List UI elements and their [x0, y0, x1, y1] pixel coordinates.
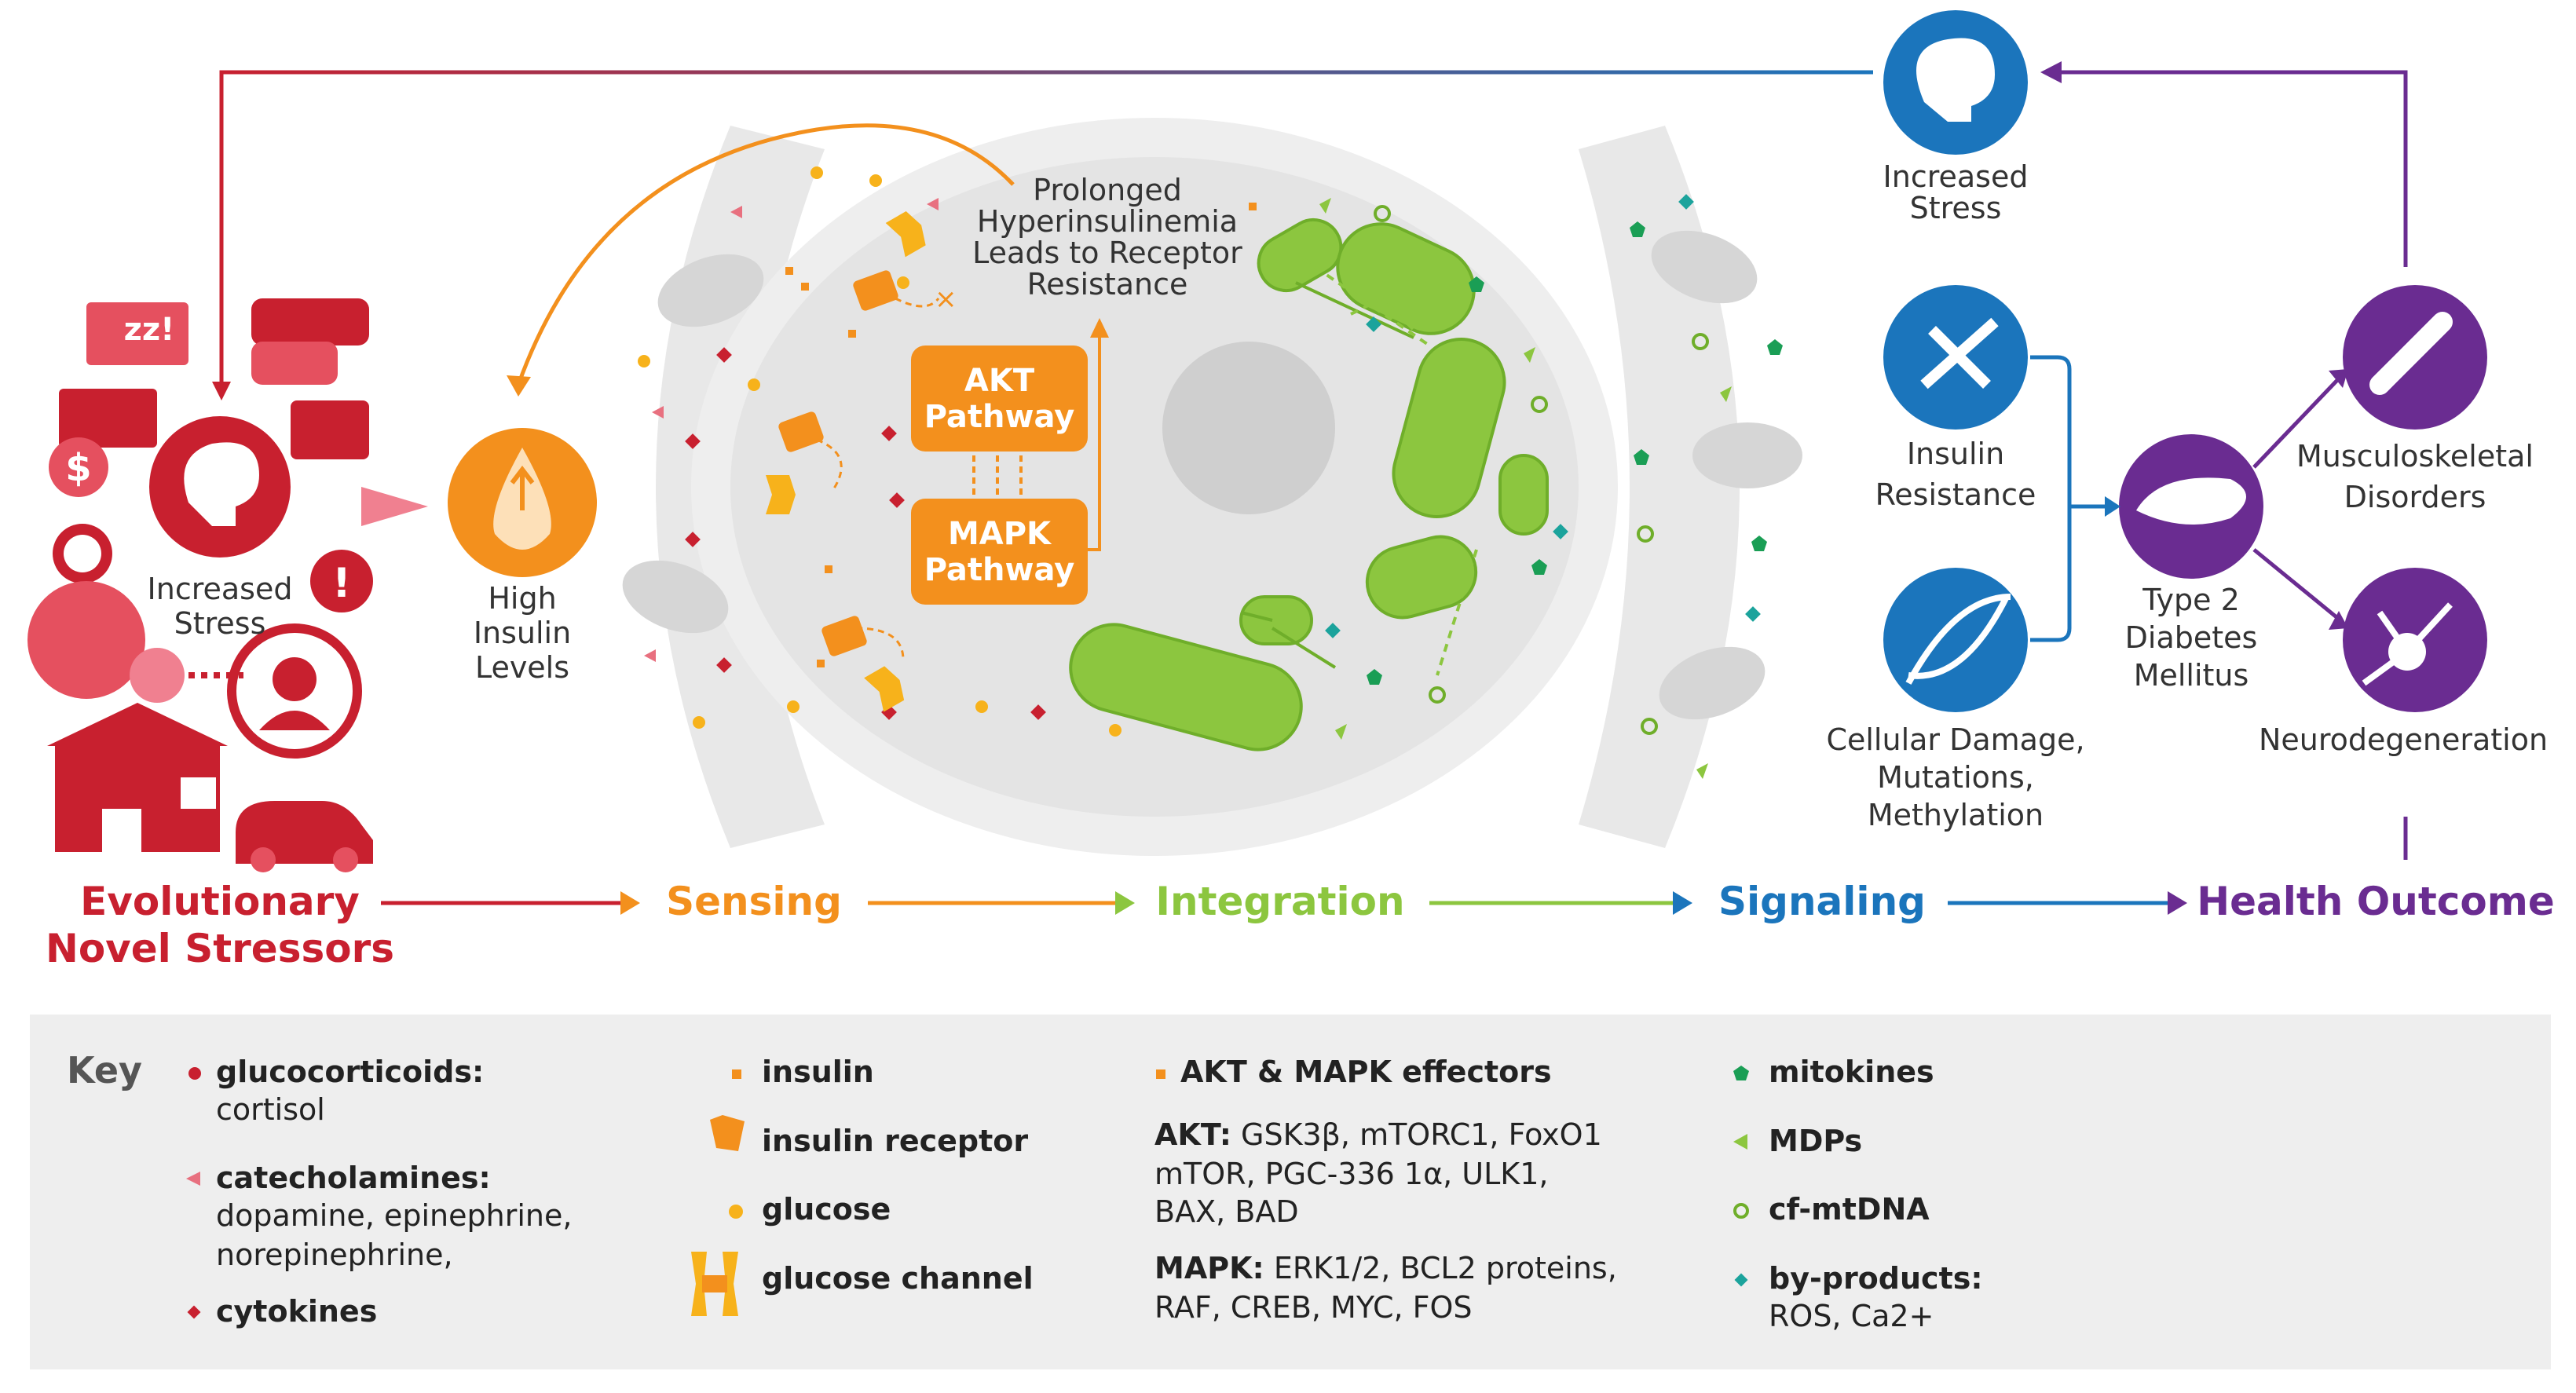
mitokines-symbol [1733, 1066, 1749, 1080]
key-akt-line3: BAX, BAD [1154, 1194, 1299, 1229]
stress-to-sensing-arrow [361, 487, 428, 526]
insulin-receptors [778, 270, 898, 656]
insulin-receptor-symbol [710, 1115, 745, 1151]
pathway-connectors [972, 330, 1101, 551]
feedback-line [219, 70, 1873, 393]
cellular-damage-label: Cellular Damage,Mutations,Methylation [1826, 722, 2085, 832]
glucose-channels [766, 211, 926, 712]
signaling-icons [1883, 10, 2487, 712]
key-catecholamines-text: dopamine, epinephrine, [216, 1198, 573, 1233]
insulin-symbol [732, 1069, 741, 1079]
key-glucose-channel: glucose channel [762, 1261, 1034, 1296]
receptor-dashes [816, 297, 940, 660]
cf-mtdna-symbol [1733, 1203, 1749, 1219]
key-by-products-text: ROS, Ca2+ [1769, 1299, 1934, 1333]
outcome-connectors [2252, 375, 2342, 622]
stressor-icons: $ ! [27, 298, 373, 872]
cross-mark: × [935, 283, 957, 315]
key-title: Key [67, 1049, 143, 1091]
key-mapk: MAPK: ERK1/2, BCL2 proteins, [1154, 1251, 1617, 1285]
key-catecholamines: catecholamines: [216, 1161, 491, 1195]
glucocorticoids-symbol [188, 1067, 201, 1080]
neurodegeneration-label: Neurodegeneration [2258, 722, 2549, 757]
pathway-arrowhead [1090, 318, 1109, 338]
key-mdps: MDPs [1769, 1124, 1863, 1158]
signaling-arrowhead [2105, 496, 2120, 517]
key-akt-line2: mTOR, PGC-336 1α, ULK1, [1154, 1157, 1549, 1191]
glucose-symbol [729, 1205, 743, 1219]
key-mitokines: mitokines [1769, 1055, 1934, 1089]
key-catecholamines-text2: norepinephrine, [216, 1238, 453, 1272]
outcome-arrowhead-down [2329, 611, 2348, 630]
key-glucocorticoids-text: cortisol [216, 1092, 325, 1127]
key-effectors: AKT & MAPK effectors [1180, 1055, 1552, 1089]
mdps-symbol [1733, 1134, 1747, 1150]
zzz-sign [86, 302, 188, 365]
key-glucose: glucose [762, 1192, 891, 1227]
mitochondria [1069, 218, 1549, 751]
outcome-arrowhead-up [2329, 369, 2348, 388]
stage-integration: Integration [1155, 879, 1405, 924]
key-mapk-line2: RAF, CREB, MYC, FOS [1154, 1290, 1473, 1325]
cytokines-symbol [187, 1305, 201, 1319]
svg-text:$: $ [65, 446, 91, 490]
stage-health-outcome: Health Outcome [2197, 879, 2555, 924]
key-cf-mtdna: cf-mtDNA [1769, 1192, 1930, 1227]
orange-arc-arrow [516, 123, 1015, 386]
svg-text:!: ! [332, 560, 351, 607]
dna-icon [1883, 568, 2028, 712]
key-panel [30, 1015, 2551, 1369]
feedback-arrowhead [212, 382, 231, 400]
key-insulin: insulin [762, 1055, 874, 1089]
cell-illustration [622, 118, 1802, 856]
stage-arrows [381, 891, 2187, 915]
orange-arc-head [507, 375, 531, 397]
key-cytokines: cytokines [216, 1294, 378, 1329]
effectors-symbol [1156, 1069, 1165, 1079]
zzz-sign-label: zz! [123, 312, 175, 348]
purple-up-line [2051, 70, 2408, 267]
stage-sensing: Sensing [666, 879, 842, 924]
catecholamines-symbol [186, 1172, 200, 1186]
high-insulin-icon [448, 428, 597, 577]
glucose-channel-symbol [691, 1252, 738, 1316]
by-products-symbol [1734, 1273, 1748, 1287]
key-by-products: by-products: [1769, 1261, 1983, 1296]
nucleus [1162, 342, 1335, 514]
key-akt: AKT: GSK3β, mTORC1, FoxO1 [1154, 1117, 1602, 1152]
purple-arrowhead [2040, 61, 2062, 83]
key-glucocorticoids: glucocorticoids: [216, 1055, 485, 1089]
key-insulin-receptor: insulin receptor [762, 1124, 1029, 1158]
cell-dashed-lines [1302, 258, 1478, 676]
stage-signaling: Signaling [1718, 879, 1926, 924]
particles [638, 166, 1783, 779]
